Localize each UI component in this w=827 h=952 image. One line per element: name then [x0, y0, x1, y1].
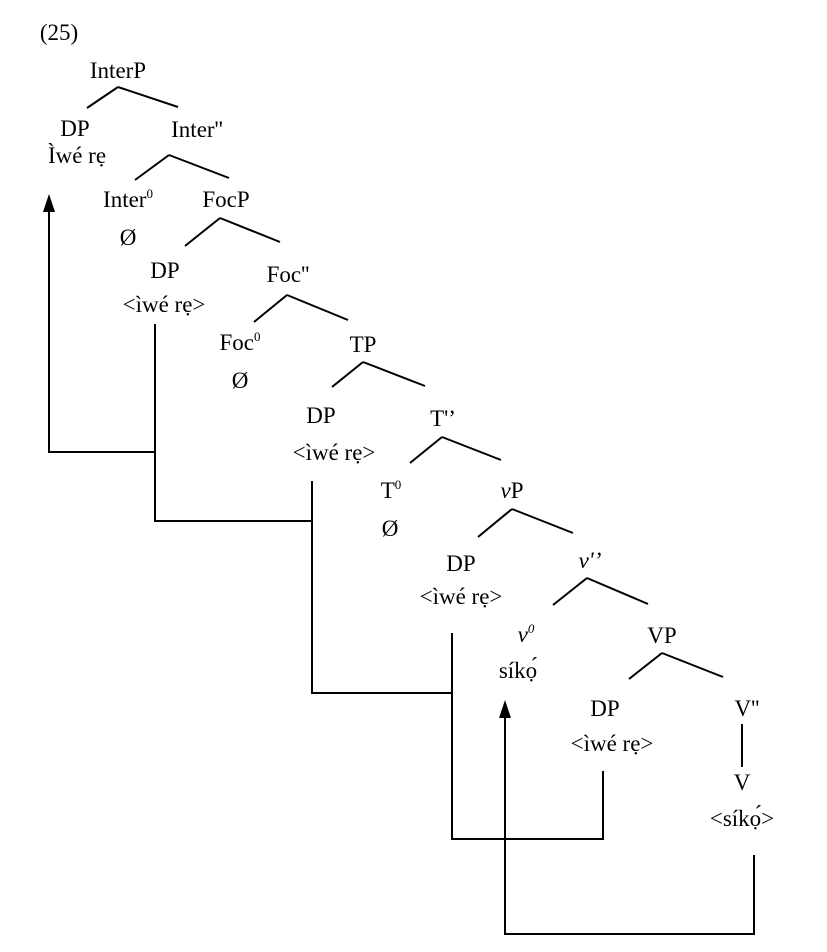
v-head-verb: síkọ́	[498, 658, 538, 683]
branch-focp-right	[219, 217, 281, 243]
movement-line-dp5-to-dp4	[451, 693, 604, 840]
node-dp-spec-focp: DP	[150, 258, 180, 283]
node-foc-bar: Foc''	[266, 262, 310, 287]
inter-head-sup: 0	[146, 186, 153, 201]
arrowhead-up-icon	[43, 194, 55, 212]
branch-focp-left	[184, 217, 221, 247]
foc-head-null: Ø	[231, 368, 249, 393]
v-head-label: v	[517, 622, 528, 647]
branch-interp-left	[86, 86, 119, 109]
branch-focbar-left	[253, 294, 288, 323]
foc-head-label: Foc	[219, 330, 255, 355]
small-vp-v: v	[500, 478, 511, 503]
branch-VP-left	[628, 652, 663, 680]
branch-vbar-right	[586, 577, 649, 605]
arrowhead-up-icon	[499, 700, 511, 718]
node-t-bar: T'’	[430, 406, 456, 431]
node-V-bar: V''	[734, 696, 760, 721]
trace-V: <síkọ́>	[709, 806, 775, 831]
inter-head-null: Ø	[119, 225, 137, 250]
node-interp: InterP	[89, 58, 147, 83]
branch-interp-right	[117, 86, 179, 108]
node-inter-head: Inter0	[103, 187, 153, 213]
node-dp-spec-vp: DP	[446, 551, 476, 576]
node-small-v-bar: v'’	[578, 548, 602, 573]
trace-dp-tp: <ìwé rẹ>	[292, 440, 376, 465]
t-head-null: Ø	[381, 516, 399, 541]
node-foc-head: Foc0	[220, 330, 261, 356]
t-head-label: T	[380, 478, 395, 503]
v-head-sup: 0	[527, 621, 535, 636]
movement-arrow-dp-to-spec-interp	[48, 210, 156, 453]
branch-focbar-right	[286, 294, 349, 321]
trace-dp-VP: <ìwé rẹ>	[570, 731, 654, 756]
word-iwe-re-overt: Ìwé rẹ	[47, 143, 107, 168]
node-dp-spec-tp: DP	[306, 403, 336, 428]
inter-head-label: Inter	[103, 187, 147, 212]
branch-vp-right	[511, 508, 574, 534]
foc-head-sup: 0	[254, 329, 261, 344]
branch-vp-left	[477, 508, 513, 538]
node-VP: VP	[647, 623, 677, 648]
node-small-vp: vP	[500, 478, 523, 504]
node-V-head: V	[733, 770, 751, 795]
branch-interbar-left	[134, 154, 170, 181]
branch-vbar-left	[552, 577, 588, 606]
small-vp-p: P	[510, 478, 524, 503]
node-t-head: T0	[381, 478, 402, 504]
branch-tp-right	[362, 361, 426, 387]
branch-tbar-left	[409, 436, 443, 464]
movement-line-dp3-to-dp2	[154, 452, 313, 522]
node-focp: FocP	[202, 187, 250, 212]
node-dp-comp-VP: DP	[590, 696, 620, 721]
trace-dp-focp: <ìwé rẹ>	[122, 292, 206, 317]
t-head-sup: 0	[394, 477, 402, 492]
movement-arrow-V-to-v0	[504, 716, 755, 935]
branch-VP-right	[661, 652, 724, 678]
branch-interbar-right	[168, 154, 230, 179]
node-inter-bar: Inter''	[171, 117, 223, 142]
branch-tbar-right	[441, 436, 502, 461]
trace-dp-vp: <ìwé rẹ>	[419, 584, 503, 609]
node-tp: TP	[349, 332, 377, 357]
branch-tp-left	[331, 361, 364, 388]
node-dp-spec-interp: DP	[60, 116, 90, 141]
node-small-v-head: v0	[518, 622, 535, 648]
movement-line-dp4-to-dp3	[311, 521, 453, 694]
example-number: (25)	[39, 20, 79, 45]
